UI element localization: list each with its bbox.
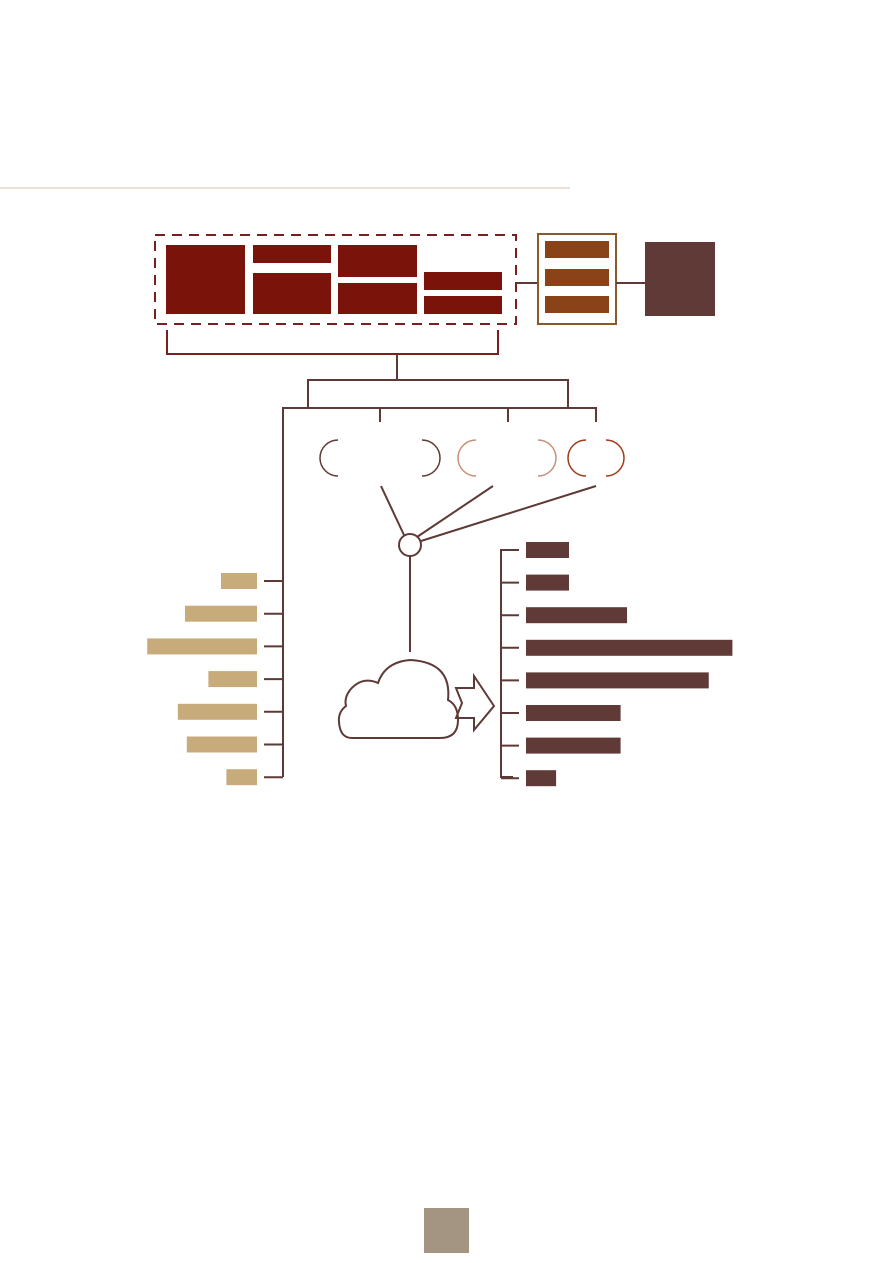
left-bar [221, 573, 257, 589]
right-bar [526, 607, 628, 624]
right-bar [526, 705, 621, 721]
right-bar [526, 574, 569, 591]
hub-line-1 [380, 485, 405, 536]
ellipse-3-right [605, 439, 625, 477]
right-bar [526, 542, 569, 558]
right-bar [526, 737, 621, 754]
right-arrow-icon [454, 672, 496, 733]
left-bar [226, 769, 257, 786]
ellipse-3-left [567, 439, 587, 477]
tree-upper-branch [307, 379, 569, 407]
block-top-1 [253, 245, 331, 263]
block-bottom-3 [424, 296, 502, 314]
block-bottom-1 [253, 273, 331, 314]
tree-lower-branch [282, 407, 597, 777]
block-large [166, 245, 245, 314]
right-bar [526, 770, 557, 787]
hub-line-2 [416, 485, 494, 538]
block-bottom-2 [338, 283, 417, 314]
group-bracket [166, 330, 499, 355]
left-bar-group [147, 573, 283, 786]
left-bar [208, 671, 257, 688]
page-number-box [424, 1208, 469, 1253]
left-bar [147, 638, 257, 655]
left-bar [177, 703, 257, 720]
ellipse-1-right [421, 439, 441, 477]
stack-bar-2 [545, 269, 609, 286]
hub-circle-icon [398, 533, 422, 557]
left-bar [186, 736, 257, 753]
side-block [645, 242, 715, 316]
ellipse-2-right [537, 439, 557, 477]
dashed-group-border [154, 234, 517, 325]
ellipse-2-left [457, 439, 477, 477]
left-bar [185, 605, 257, 622]
block-top-2 [338, 245, 417, 277]
right-bar [526, 672, 709, 689]
stack-border [537, 233, 617, 325]
hub-line-3 [420, 485, 597, 542]
right-bar [526, 639, 733, 656]
cloud-icon [337, 658, 460, 739]
page-number [424, 1208, 469, 1253]
right-bar-group [501, 542, 733, 787]
block-top-3 [424, 272, 502, 290]
right-bracket [500, 549, 513, 778]
stack-bar-1 [545, 241, 609, 258]
ellipse-1-left [319, 439, 339, 477]
stack-bar-3 [545, 296, 609, 313]
